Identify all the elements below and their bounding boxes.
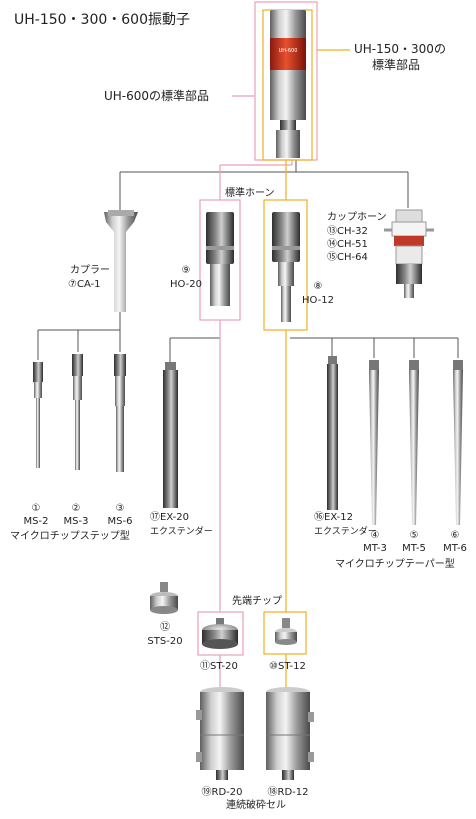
rd12-code: ⑱RD-12 bbox=[267, 787, 309, 798]
rd20-image bbox=[196, 687, 244, 780]
mt3-code: MT-3 bbox=[363, 543, 387, 554]
ho20-frame bbox=[199, 199, 241, 321]
mt6-num: ⑥ bbox=[450, 530, 460, 541]
callout-150-300-line1: UH-150・300の bbox=[354, 42, 446, 56]
mt5-image bbox=[409, 360, 419, 525]
ex20-image bbox=[163, 362, 178, 508]
ho12-code: HO-12 bbox=[301, 295, 335, 306]
cup-horn-item-3: ⑮CH-64 bbox=[327, 252, 368, 263]
ms3-num: ② bbox=[71, 503, 81, 514]
sts20-num: ⑫ bbox=[160, 622, 170, 633]
cup-horn-item-1: ⑬CH-32 bbox=[327, 226, 368, 237]
ex12-code: ⑯EX-12 bbox=[314, 512, 354, 523]
mt6-code: MT-6 bbox=[443, 543, 467, 554]
st12-code: ⑩ST-12 bbox=[269, 661, 306, 672]
ms3-image bbox=[72, 354, 83, 470]
callout-150-300-line2: 標準部品 bbox=[372, 58, 421, 72]
rd20-code: ⑲RD-20 bbox=[201, 787, 243, 798]
mt5-code: MT-5 bbox=[402, 543, 426, 554]
connector-lines bbox=[37, 160, 459, 365]
callout-600: UH-600の標準部品 bbox=[104, 89, 210, 103]
coupler-name: カプラー bbox=[70, 265, 110, 276]
transducer-image: UH-600 bbox=[270, 10, 306, 158]
sts20-image bbox=[150, 582, 178, 614]
ho12-image bbox=[272, 212, 300, 322]
ms6-num: ③ bbox=[115, 503, 125, 514]
tip-label: 先端チップ bbox=[232, 596, 282, 607]
st20-code: ⑪ST-20 bbox=[200, 661, 238, 672]
st20-frame bbox=[197, 611, 244, 656]
mt3-image bbox=[369, 360, 379, 525]
ex20-sub: エクステンダー bbox=[150, 527, 213, 537]
ms2-code: MS-2 bbox=[23, 516, 49, 527]
mt6-image bbox=[453, 360, 463, 525]
microchip-step-label: マイクロチップステップ型 bbox=[10, 531, 130, 542]
ms2-num: ① bbox=[31, 503, 41, 514]
ms2-image bbox=[33, 362, 43, 468]
ex20-code: ⑰EX-20 bbox=[150, 512, 190, 523]
st20-image bbox=[202, 618, 238, 649]
ms3-code: MS-3 bbox=[63, 516, 89, 527]
sts20-code: STS-20 bbox=[147, 636, 183, 647]
diagram-title: UH-150・300・600振動子 bbox=[14, 12, 190, 28]
standard-horn-label: 標準ホーン bbox=[225, 188, 275, 199]
ex12-sub: エクステンダー bbox=[314, 527, 377, 537]
ho12-frame bbox=[263, 199, 308, 331]
cup-horn-item-2: ⑭CH-51 bbox=[327, 239, 368, 250]
mt5-num: ⑤ bbox=[409, 530, 419, 541]
ms6-code: MS-6 bbox=[107, 516, 133, 527]
mt3-num: ④ bbox=[370, 530, 380, 541]
cup-horn-image bbox=[384, 209, 434, 298]
cup-horn-label: カップホーン bbox=[327, 212, 387, 223]
rd12-image bbox=[266, 687, 314, 780]
st12-image bbox=[275, 618, 297, 645]
ho20-image bbox=[206, 212, 234, 306]
ho12-num: ⑧ bbox=[313, 281, 323, 292]
coupler-image bbox=[104, 210, 138, 312]
continuous-cell-label: 連続破砕セル bbox=[226, 800, 286, 811]
ms6-image bbox=[114, 354, 126, 472]
ho20-num: ⑨ bbox=[181, 265, 191, 276]
coupler-code: ⑦CA-1 bbox=[68, 279, 101, 290]
ho20-code: HO-20 bbox=[169, 279, 203, 290]
transducer-band-text: UH-600 bbox=[279, 48, 298, 54]
st12-frame bbox=[263, 611, 307, 655]
ex12-image bbox=[327, 356, 338, 510]
pink-path bbox=[219, 160, 293, 690]
microchip-taper-label: マイクロチップテーパー型 bbox=[335, 559, 455, 570]
